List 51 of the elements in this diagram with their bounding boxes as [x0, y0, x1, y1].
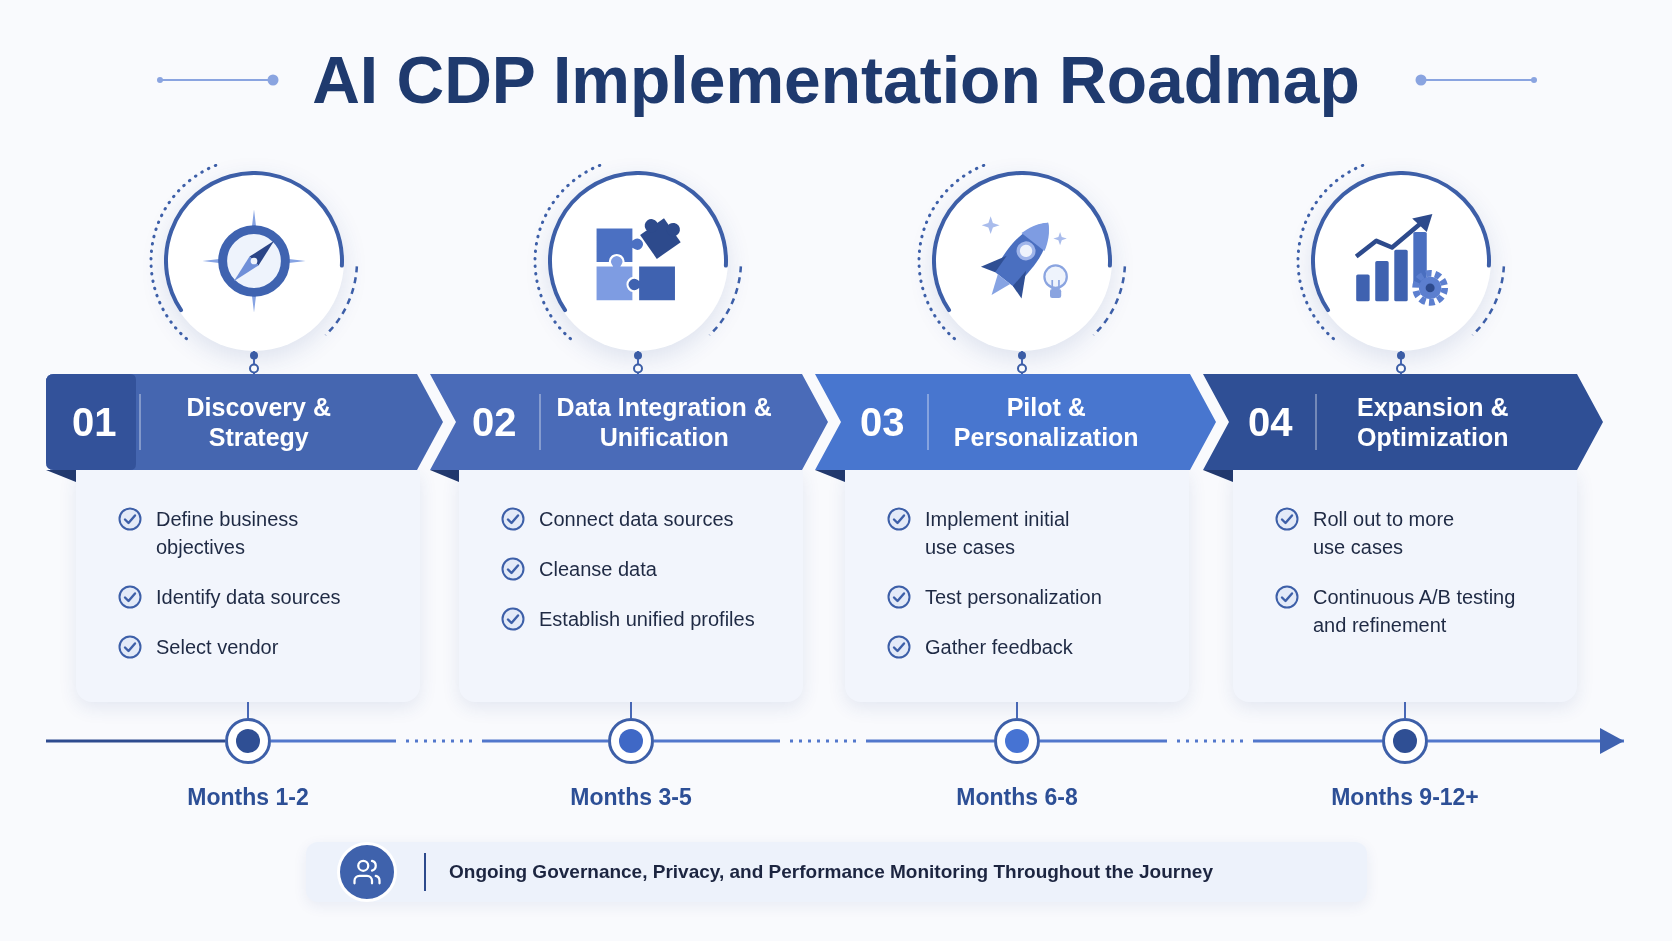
timeline-label: Months 6-8 [956, 783, 1078, 811]
milestone-marker [1382, 718, 1428, 764]
step-title: Expansion & Optimization [1356, 392, 1510, 452]
timeline-line [1040, 739, 1382, 743]
connector-line [1016, 701, 1018, 719]
checklist-item: Cleanse data [539, 557, 657, 582]
checklist-item: Test personalization [925, 585, 1102, 610]
step-number: 02 [472, 402, 517, 442]
step-title: Discovery & Strategy [185, 392, 332, 452]
task-card [1233, 470, 1577, 702]
checklist-item: Establish unified profiles [539, 607, 755, 632]
step-banner [815, 374, 1216, 470]
checklist-item: Roll out to more use cases [1313, 507, 1456, 560]
connector-line [249, 350, 259, 375]
timeline-arrow [1428, 728, 1624, 754]
checklist-item: Select vendor [156, 635, 279, 660]
step-number: 01 [72, 402, 117, 442]
task-card [459, 470, 803, 702]
step-title: Pilot & Personalization [952, 392, 1140, 452]
step-banner [46, 374, 443, 470]
title: AI CDP Implementation Roadmap [312, 44, 1360, 116]
step-number: 04 [1248, 402, 1293, 442]
milestone-marker [608, 718, 654, 764]
timeline-label: Months 1-2 [187, 783, 309, 811]
timeline-label: Months 3-5 [570, 783, 692, 811]
connector-line [1396, 350, 1406, 375]
step-number: 03 [860, 402, 905, 442]
note-text: Ongoing Governance, Privacy, and Performance Monitoring Throughout the Journey [449, 859, 1213, 884]
connector-line [1404, 701, 1406, 719]
timeline-line [654, 739, 994, 743]
milestone-marker [225, 718, 271, 764]
checklist-item: Gather feedback [925, 635, 1073, 660]
checklist-item: Implement initial use cases [925, 507, 1071, 560]
step-banner [430, 374, 828, 470]
checklist-item: Identify data sources [156, 585, 341, 610]
milestone-marker [994, 718, 1040, 764]
checklist-item: Connect data sources [539, 507, 734, 532]
task-card [76, 470, 420, 702]
timeline-line [46, 739, 225, 743]
timeline-label: Months 9-12+ [1331, 783, 1479, 811]
step-banner [1203, 374, 1603, 470]
checklist-item: Continuous A/B testing and refinement [1313, 585, 1517, 638]
checklist-item: Define business objectives [156, 507, 300, 560]
timeline-line [271, 739, 608, 743]
connector-line [633, 350, 643, 375]
connector-line [630, 701, 632, 719]
connector-line [247, 701, 249, 719]
connector-line [1017, 350, 1027, 375]
step-title: Data Integration & Unification [555, 392, 773, 452]
note-banner [306, 842, 1367, 902]
task-card [845, 470, 1189, 702]
